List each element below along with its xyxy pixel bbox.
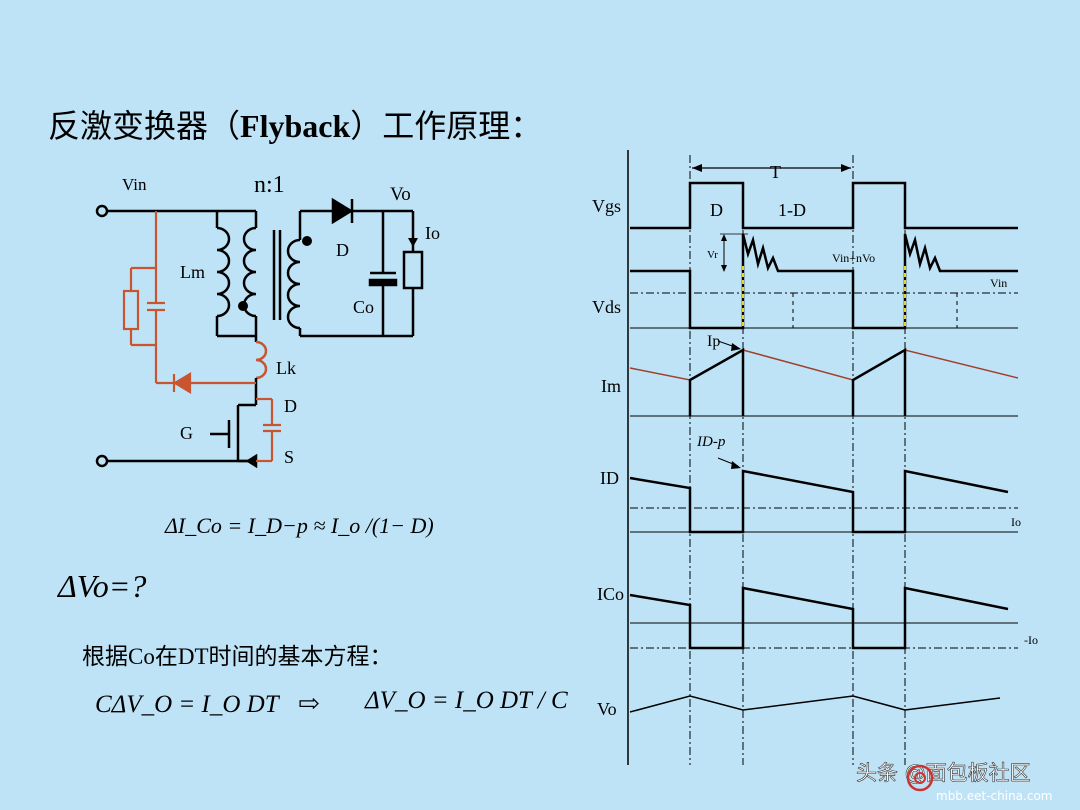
primary-winding bbox=[242, 226, 257, 318]
lm-inductor bbox=[216, 226, 231, 318]
im-magnetizing-current bbox=[629, 349, 1019, 381]
question-delta-vo: ΔVo=? bbox=[56, 568, 146, 604]
secondary-winding bbox=[286, 238, 301, 330]
implies-arrow: ⇨ bbox=[298, 689, 320, 718]
label-diode-d: D bbox=[336, 240, 349, 260]
label-turns-ratio: n:1 bbox=[254, 172, 285, 198]
label-vo: Vo bbox=[390, 184, 411, 205]
vo-ripple-waveform bbox=[629, 695, 1001, 713]
vds-waveform bbox=[630, 233, 1018, 330]
label-ico: ICo bbox=[597, 584, 624, 604]
vin-terminal-top bbox=[95, 204, 109, 218]
basic-equation-caption: 根据Co在DT时间的基本方程： bbox=[82, 644, 393, 670]
lk-inductor bbox=[255, 340, 268, 380]
rcd-snubber bbox=[122, 211, 281, 463]
snubber-diode bbox=[172, 372, 192, 394]
flyback-circuit bbox=[95, 197, 424, 469]
slide-title: 反激变换器（Flyback）工作原理： bbox=[48, 107, 542, 145]
label-im: Im bbox=[601, 376, 621, 396]
primary-dot bbox=[238, 301, 248, 311]
output-diode bbox=[331, 197, 354, 225]
snubber-resistor bbox=[122, 289, 140, 331]
label-source: S bbox=[284, 447, 294, 467]
label-period-t: T bbox=[770, 162, 781, 182]
label-drain: D bbox=[284, 396, 297, 416]
label-vin-level: Vin bbox=[990, 276, 1007, 290]
label-vds: Vds bbox=[592, 297, 621, 317]
label-vgs: Vgs bbox=[592, 196, 621, 216]
secondary-dot bbox=[302, 236, 312, 246]
label-neg-io: -Io bbox=[1024, 633, 1038, 647]
id-waveform bbox=[629, 469, 1009, 534]
waveform-panel: T Vgs D 1-D Vds Vr Vin+nVo Vin Im Ip ID bbox=[592, 150, 1038, 765]
equation-c-delta-vo: CΔV_O = I_O DT bbox=[95, 691, 281, 718]
label-io: Io bbox=[425, 223, 440, 243]
watermark-logo-icon bbox=[906, 764, 934, 792]
label-co: Co bbox=[353, 297, 374, 317]
label-ip: Ip bbox=[707, 333, 720, 350]
label-vr: Vr bbox=[707, 249, 718, 261]
watermark: 头条 @面包板社区 mbb.eet-china.com bbox=[856, 761, 1053, 803]
watermark-text: 头条 @面包板社区 bbox=[856, 761, 1031, 785]
label-lm: Lm bbox=[180, 262, 205, 282]
load-resistor bbox=[402, 250, 424, 290]
label-lk: Lk bbox=[276, 358, 296, 378]
equation-delta-vo-result: ΔV_O = I_O DT / C bbox=[364, 687, 568, 714]
vin-terminal-bottom bbox=[95, 454, 109, 468]
label-one-minus-d: 1-D bbox=[778, 200, 806, 220]
label-vo-wave: Vo bbox=[597, 699, 617, 719]
ico-waveform bbox=[629, 586, 1009, 650]
label-duty-d: D bbox=[710, 200, 723, 220]
label-io-level: Io bbox=[1011, 515, 1021, 529]
im-primary-current bbox=[688, 347, 745, 416]
label-gate: G bbox=[180, 423, 193, 443]
vgs-waveform bbox=[630, 181, 1018, 230]
label-id: ID bbox=[600, 468, 619, 488]
equation-delta-ico: ΔI_Co = I_D−p ≈ I_o /(1− D) bbox=[164, 513, 434, 538]
watermark-url: mbb.eet-china.com bbox=[936, 789, 1052, 803]
label-id-p: ID-p bbox=[696, 434, 726, 450]
label-vin: Vin bbox=[122, 175, 147, 194]
label-vin-plus-nvo: Vin+nVo bbox=[832, 251, 875, 265]
